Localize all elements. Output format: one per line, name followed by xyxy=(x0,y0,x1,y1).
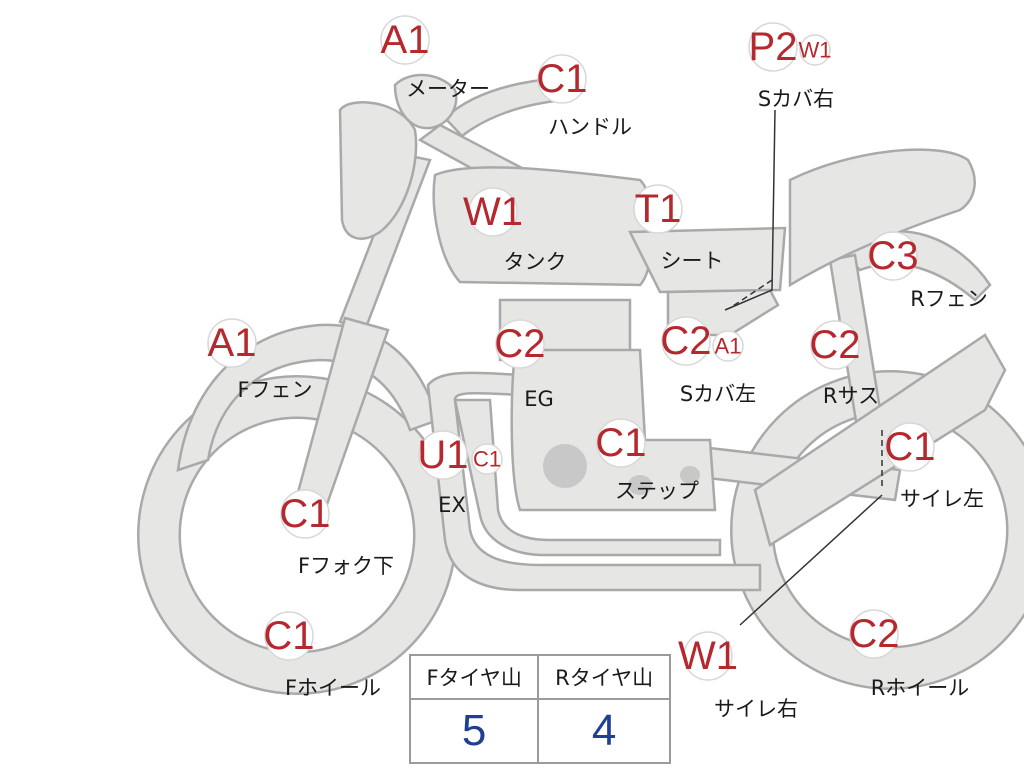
badge-rear-wheel: C2 xyxy=(848,609,900,659)
badge-side-cover-left: C2 A1 xyxy=(660,316,744,366)
seat-shape xyxy=(628,226,787,294)
badge-engine: C2 xyxy=(494,319,546,369)
leader-line-side-cover-right-dash xyxy=(729,279,773,309)
badge-rear-suspension: C2 xyxy=(809,320,861,370)
label-handle: ハンドル xyxy=(548,115,632,139)
step-peg-shape xyxy=(628,475,652,495)
grade-engine: C2 xyxy=(494,322,545,366)
grade-handle: C1 xyxy=(536,57,587,101)
exhaust-pipe-shape xyxy=(453,398,722,557)
label-rear-suspension: Rサス xyxy=(823,384,879,408)
badge-silencer-right: W1 xyxy=(678,631,738,681)
leader-line-silencer-right xyxy=(739,494,883,626)
label-tank: タンク xyxy=(504,250,567,274)
label-engine: EG xyxy=(524,387,554,411)
grade-sub-side-cover-right: W1 xyxy=(799,38,832,63)
grade-front-wheel: C1 xyxy=(263,614,314,658)
meter-shape xyxy=(393,73,458,130)
label-side-cover-right: Sカバ右 xyxy=(758,87,834,111)
badge-step: C1 xyxy=(595,418,647,468)
label-seat: シート xyxy=(661,249,724,273)
grade-exhaust: U1 xyxy=(417,433,468,477)
label-front-wheel: Fホイール xyxy=(285,676,381,700)
front-wheel-shape xyxy=(137,375,457,695)
badge-silencer-left: C1 xyxy=(884,422,936,472)
grade-tank: W1 xyxy=(463,190,523,234)
grade-sub-exhaust: C1 xyxy=(473,447,501,472)
grade-seat: T1 xyxy=(635,187,682,231)
grade-rear-suspension: C2 xyxy=(809,323,860,367)
label-exhaust: EX xyxy=(438,493,466,517)
label-side-cover-left: Sカバ左 xyxy=(680,382,756,406)
badge-tank: W1 xyxy=(463,187,523,237)
grade-silencer-right: W1 xyxy=(678,634,738,678)
grade-side-cover-right: P2 xyxy=(749,25,798,69)
grade-sub-side-cover-left: A1 xyxy=(715,334,742,359)
badge-handle: C1 xyxy=(536,54,588,104)
label-silencer-right: サイレ右 xyxy=(714,697,798,721)
label-meter: メーター xyxy=(406,77,490,101)
tail-cowl-shape xyxy=(788,148,976,288)
tire-table-value-row: 5 4 xyxy=(408,698,671,764)
front-tire-tread-header: Fタイヤ山 xyxy=(408,654,540,700)
rear-wheel-shape xyxy=(730,370,1024,690)
label-silencer-left: サイレ左 xyxy=(900,487,984,511)
badge-rear-fender: C3 xyxy=(867,231,919,281)
grade-rear-wheel: C2 xyxy=(848,612,899,656)
leader-line-side-cover-right xyxy=(724,109,776,311)
grade-step: C1 xyxy=(595,421,646,465)
badge-meter: A1 xyxy=(380,15,430,65)
label-front-fork-lower: Fフォク下 xyxy=(298,554,394,578)
badge-seat: T1 xyxy=(633,184,683,234)
silencer-shape xyxy=(753,333,1007,547)
tire-table-header-row: Fタイヤ山 Rタイヤ山 xyxy=(408,654,671,700)
rear-tire-tread-value: 4 xyxy=(537,698,671,764)
label-step: ステップ xyxy=(615,479,699,503)
grade-front-fender: A1 xyxy=(208,321,257,365)
tire-tread-table: Fタイヤ山 Rタイヤ山 5 4 xyxy=(408,654,671,764)
label-rear-fender: Rフェン xyxy=(910,287,988,311)
lower-frame-shape xyxy=(426,371,762,592)
badge-side-cover-right: P2 W1 xyxy=(748,22,832,72)
front-tire-tread-value: 5 xyxy=(408,698,540,764)
badge-front-fender: A1 xyxy=(207,318,257,368)
engine-cover-shape xyxy=(543,444,587,488)
badge-front-fork-lower: C1 xyxy=(279,489,331,539)
badge-exhaust: U1 C1 xyxy=(417,430,503,480)
grade-side-cover-left: C2 xyxy=(660,319,711,363)
label-rear-wheel: Rホイール xyxy=(871,676,970,700)
grade-meter: A1 xyxy=(381,18,430,62)
grade-rear-fender: C3 xyxy=(867,234,918,278)
headlight-shape xyxy=(338,101,418,240)
grade-silencer-left: C1 xyxy=(884,425,935,469)
badge-front-wheel: C1 xyxy=(263,611,315,661)
rear-tire-tread-header: Rタイヤ山 xyxy=(537,654,671,700)
label-front-fender: Fフェン xyxy=(237,378,312,402)
grade-front-fork-lower: C1 xyxy=(279,492,330,536)
step-peg-shape-2 xyxy=(680,466,700,484)
